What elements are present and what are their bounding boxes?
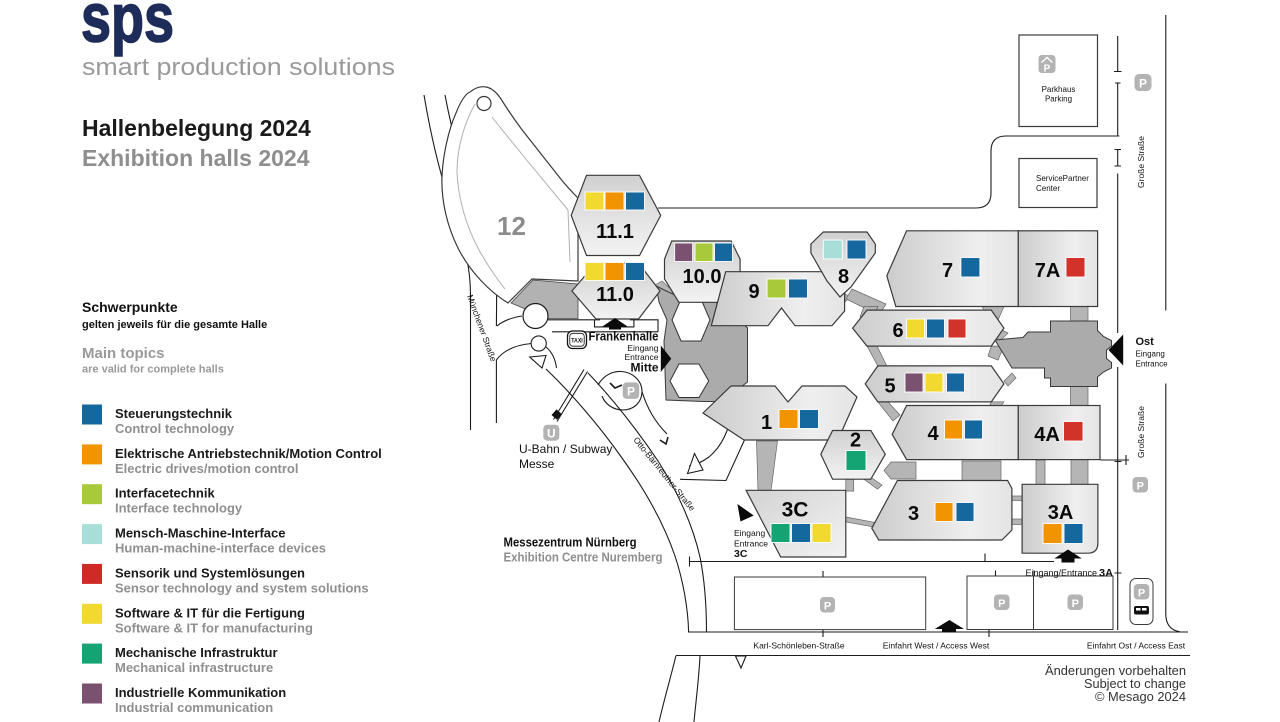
svg-text:Sensorik und Systemlösungen: Sensorik und Systemlösungen xyxy=(115,565,305,580)
svg-text:Parkhaus: Parkhaus xyxy=(1042,85,1076,94)
svg-text:P: P xyxy=(1072,598,1079,610)
svg-text:7: 7 xyxy=(942,260,953,282)
svg-text:Hallenbelegung 2024: Hallenbelegung 2024 xyxy=(82,115,311,141)
svg-text:Große Straße: Große Straße xyxy=(1136,406,1146,458)
svg-text:U-Bahn / Subway: U-Bahn / Subway xyxy=(519,442,612,456)
svg-text:Mechanical infrastructure: Mechanical infrastructure xyxy=(115,660,273,675)
svg-text:9: 9 xyxy=(748,281,759,303)
svg-text:Eingang: Eingang xyxy=(627,343,658,353)
svg-text:Sensor technology and system s: Sensor technology and system solutions xyxy=(115,580,369,595)
svg-text:3C: 3C xyxy=(782,499,809,522)
svg-text:Software & IT for manufacturin: Software & IT for manufacturing xyxy=(115,620,313,635)
svg-text:3A: 3A xyxy=(1048,502,1074,524)
svg-text:Interfacetechnik: Interfacetechnik xyxy=(115,486,215,501)
svg-text:ServicePartner: ServicePartner xyxy=(1036,174,1089,183)
svg-text:P: P xyxy=(1137,481,1144,493)
svg-text:Exhibition Centre Nuremberg: Exhibition Centre Nuremberg xyxy=(504,550,663,565)
svg-text:Industrial communication: Industrial communication xyxy=(115,700,273,715)
svg-text:Industrielle Kommunikation: Industrielle Kommunikation xyxy=(115,685,286,700)
svg-text:3: 3 xyxy=(908,503,919,525)
svg-text:gelten jeweils für die gesamte: gelten jeweils für die gesamte Halle xyxy=(82,319,267,331)
svg-text:Human-machine-interface device: Human-machine-interface devices xyxy=(115,541,326,556)
svg-text:8: 8 xyxy=(838,266,849,288)
svg-text:Mechanische Infrastruktur: Mechanische Infrastruktur xyxy=(115,645,278,660)
svg-text:Ost: Ost xyxy=(1136,336,1155,348)
svg-text:Elektrische Antriebstechnik/Mo: Elektrische Antriebstechnik/Motion Contr… xyxy=(115,446,382,461)
svg-text:P: P xyxy=(627,385,635,399)
svg-text:Mitte: Mitte xyxy=(631,361,659,375)
svg-text:1: 1 xyxy=(761,412,772,434)
svg-text:11.0: 11.0 xyxy=(596,284,634,306)
svg-text:Mensch-Maschine-Interface: Mensch-Maschine-Interface xyxy=(115,526,286,541)
svg-text:4A: 4A xyxy=(1034,424,1060,446)
svg-text:Exhibition halls 2024: Exhibition halls 2024 xyxy=(82,145,310,171)
svg-text:3A: 3A xyxy=(1099,568,1113,580)
svg-text:Große Straße: Große Straße xyxy=(1136,136,1146,188)
svg-text:6: 6 xyxy=(892,320,903,342)
svg-text:Messezentrum Nürnberg: Messezentrum Nürnberg xyxy=(504,535,637,550)
svg-text:P: P xyxy=(1138,588,1145,600)
svg-text:P: P xyxy=(824,601,831,613)
svg-text:Eingang/Entrance: Eingang/Entrance xyxy=(1025,568,1097,578)
svg-text:smart production solutions: smart production solutions xyxy=(82,54,395,81)
svg-text:10.0: 10.0 xyxy=(683,266,722,288)
svg-text:sps: sps xyxy=(81,0,174,57)
svg-text:Eingang: Eingang xyxy=(734,528,765,538)
svg-text:Entrance: Entrance xyxy=(734,539,768,549)
svg-text:Schwerpunkte: Schwerpunkte xyxy=(82,299,178,315)
svg-text:P: P xyxy=(1044,64,1051,75)
svg-text:Entrance: Entrance xyxy=(1136,360,1169,369)
svg-text:© Mesago 2024: © Mesago 2024 xyxy=(1095,689,1186,704)
svg-text:TAXI: TAXI xyxy=(571,339,583,345)
svg-text:Subject to change: Subject to change xyxy=(1084,676,1186,691)
svg-text:Steuerungstechnik: Steuerungstechnik xyxy=(115,406,233,421)
svg-text:Einfahrt West / Access West: Einfahrt West / Access West xyxy=(883,641,990,651)
svg-text:Messe: Messe xyxy=(519,457,555,471)
svg-text:Karl-Schönleben-Straße: Karl-Schönleben-Straße xyxy=(753,641,844,651)
svg-text:Main topics: Main topics xyxy=(82,345,165,362)
svg-text:Electric drives/motion control: Electric drives/motion control xyxy=(115,461,299,476)
svg-text:Software & IT für die Fertigun: Software & IT für die Fertigung xyxy=(115,605,305,620)
svg-text:U: U xyxy=(547,427,556,441)
svg-text:Eingang: Eingang xyxy=(1136,350,1165,359)
svg-text:Änderungen vorbehalten: Änderungen vorbehalten xyxy=(1045,663,1186,678)
svg-text:2: 2 xyxy=(850,430,861,452)
svg-text:5: 5 xyxy=(884,376,895,398)
svg-text:Entrance: Entrance xyxy=(624,352,658,362)
svg-text:4: 4 xyxy=(927,423,939,445)
svg-text:12: 12 xyxy=(497,211,526,241)
svg-text:Interface technology: Interface technology xyxy=(115,501,243,516)
svg-text:7A: 7A xyxy=(1035,260,1061,282)
svg-text:P: P xyxy=(1139,77,1147,91)
svg-text:Control technology: Control technology xyxy=(115,421,235,436)
svg-text:Parking: Parking xyxy=(1045,95,1072,104)
svg-text:3C: 3C xyxy=(734,548,748,560)
svg-text:Frankenhalle: Frankenhalle xyxy=(589,329,659,344)
svg-text:11.1: 11.1 xyxy=(596,221,634,243)
svg-text:are valid for complete halls: are valid for complete halls xyxy=(82,364,224,376)
svg-text:Center: Center xyxy=(1036,184,1060,193)
svg-text:Einfahrt Ost / Access East: Einfahrt Ost / Access East xyxy=(1087,641,1186,651)
svg-text:P: P xyxy=(998,598,1005,610)
